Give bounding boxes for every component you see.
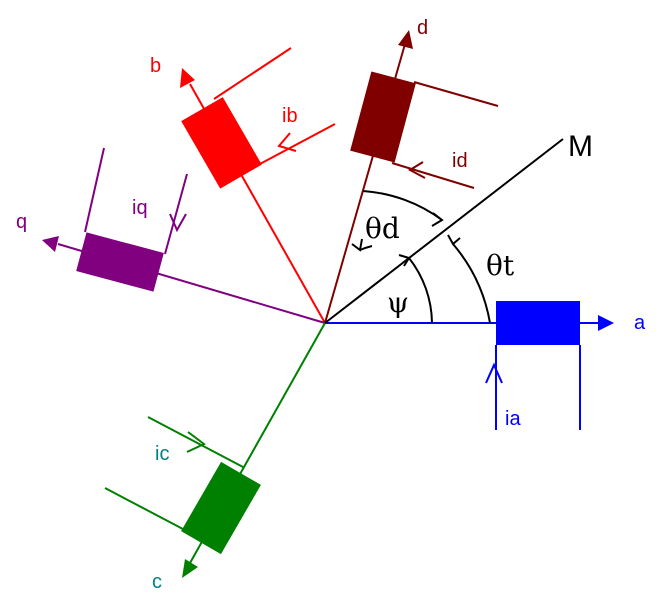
- winding-d: [350, 71, 416, 163]
- axis-a-arrowhead: [598, 315, 614, 331]
- winding-b-lead-upper: [213, 47, 292, 100]
- current-q-arrow: [169, 213, 187, 233]
- winding-q: [76, 232, 164, 292]
- current-d-arrow: [407, 161, 426, 179]
- theta-t-label: θt: [486, 249, 515, 282]
- current-c-label: ic: [155, 443, 169, 465]
- psi-arrowhead: [398, 254, 411, 267]
- axis-M-label: M: [568, 130, 593, 163]
- theta-d-inner-arrowhead: [351, 238, 363, 252]
- current-d-label: id: [452, 150, 468, 172]
- axis-a-label: a: [634, 312, 646, 334]
- axis-M: M: [324, 130, 593, 324]
- axis-b: b ib: [150, 47, 336, 324]
- winding-c-lead-upper: [147, 416, 244, 468]
- winding-c-lead-lower: [104, 487, 201, 539]
- winding-a: [496, 301, 580, 345]
- axis-q: q iq: [16, 147, 326, 324]
- axis-c-arrowhead: [182, 559, 198, 578]
- winding-q-lead-right: [164, 173, 188, 255]
- winding-b-lead-lower: [257, 123, 336, 166]
- psi-arc: [408, 257, 433, 324]
- axis-d-label: d: [417, 17, 428, 39]
- theta-t-arrowhead: [447, 234, 461, 246]
- axis-q-label: q: [16, 211, 27, 233]
- current-b-label: ib: [282, 105, 298, 127]
- theta-t-arc: [452, 243, 491, 324]
- theta-d-label: θd: [365, 212, 400, 245]
- current-a-label: ia: [505, 408, 521, 430]
- axis-c: c ic: [104, 322, 326, 593]
- current-a-arrow: [485, 362, 503, 384]
- axis-c-label: c: [152, 571, 162, 593]
- winding-q-lead-left: [84, 147, 105, 233]
- theta-d-inner-arc: [359, 245, 373, 251]
- theta-d-arrowhead: [431, 212, 444, 227]
- winding-b: [181, 97, 262, 189]
- current-c-arrow: [186, 431, 206, 453]
- winding-c: [181, 461, 261, 555]
- axis-q-arrowhead: [42, 236, 59, 252]
- winding-d-lead-lower: [391, 162, 475, 189]
- winding-d-lead-upper: [413, 81, 499, 107]
- axis-M-line: [324, 138, 564, 324]
- axis-a: a ia: [325, 301, 646, 430]
- current-q-label: iq: [132, 197, 148, 219]
- axis-b-arrowhead: [180, 68, 195, 88]
- axis-d: d id: [324, 17, 499, 324]
- axis-d-arrowhead: [398, 30, 413, 49]
- angle-arcs: [351, 190, 491, 324]
- current-b-arrow: [277, 132, 297, 152]
- psi-label: ψ: [387, 286, 409, 319]
- axis-b-label: b: [150, 55, 161, 77]
